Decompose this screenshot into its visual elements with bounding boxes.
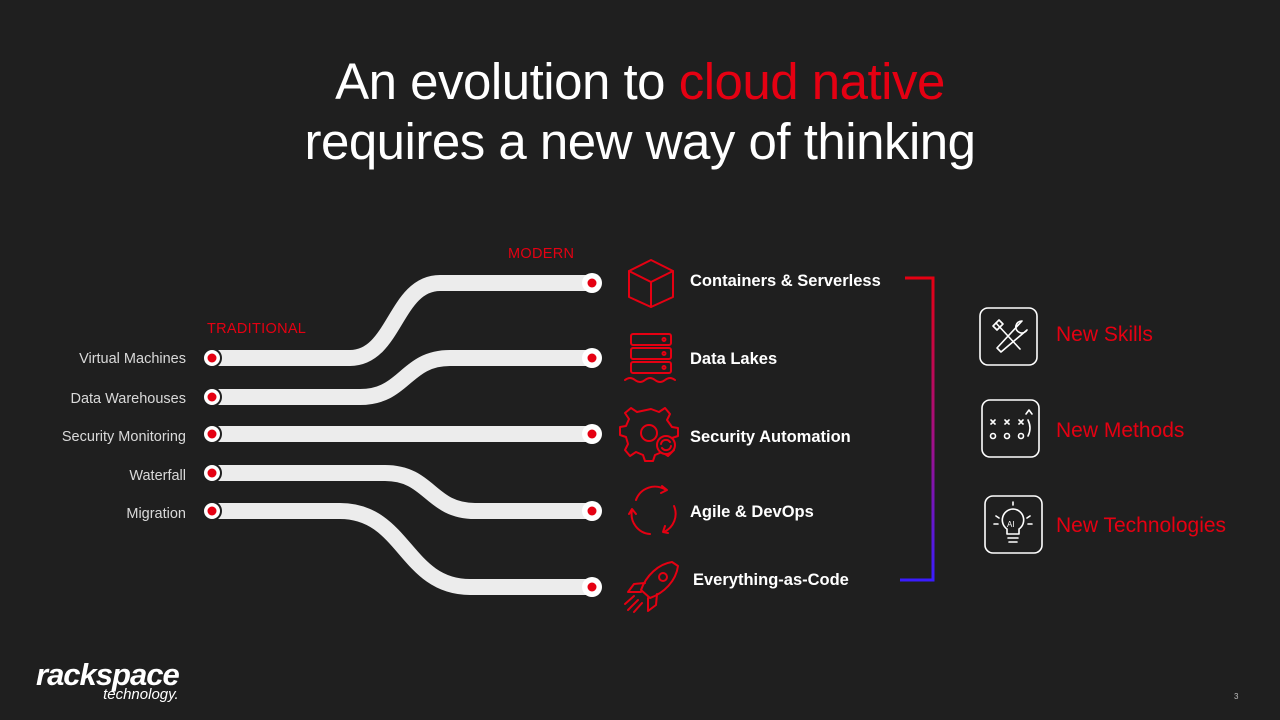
rocket-icon [624, 561, 679, 613]
start-dot [202, 424, 222, 444]
end-dot [582, 348, 602, 368]
tools-icon [979, 307, 1038, 366]
end-dot [582, 273, 602, 293]
modern-item: Security Automation [690, 428, 851, 446]
outcome-bracket [900, 276, 984, 582]
modern-item: Containers & Serverless [690, 272, 881, 290]
ai-text-icon: AI [1007, 520, 1015, 529]
title-accent: cloud native [678, 53, 946, 110]
traditional-item: Waterfall [129, 468, 186, 484]
traditional-item: Migration [126, 506, 186, 522]
lightbulb-ai-icon [984, 495, 1043, 554]
modern-item: Everything-as-Code [693, 571, 849, 589]
cycle-arrows-icon [628, 485, 677, 535]
modern-item: Agile & DevOps [690, 503, 814, 521]
start-dot [202, 348, 222, 368]
outcome-label: New Methods [1056, 419, 1185, 442]
security-gear-icon [619, 407, 679, 462]
track-lines [204, 275, 600, 595]
title-line-2: requires a new way of thinking [304, 113, 976, 170]
traditional-label: TRADITIONAL [207, 321, 307, 337]
start-dot [202, 501, 222, 521]
cube-icon [628, 259, 674, 308]
outcome-label: New Skills [1056, 323, 1153, 346]
page-number: 3 [1234, 692, 1239, 701]
outcome-label: New Technologies [1056, 514, 1227, 537]
title-line-1: An evolution to cloud native [0, 52, 1280, 112]
modern-label: MODERN [508, 246, 575, 262]
slide-title: An evolution to cloud native requires a … [0, 52, 1280, 172]
traditional-item: Data Warehouses [70, 391, 186, 407]
start-dot [202, 387, 222, 407]
title-prefix: An evolution to [335, 53, 679, 110]
rackspace-logo: rackspace technology. [36, 657, 180, 703]
track-waterfall [204, 465, 600, 519]
traditional-item: Security Monitoring [61, 429, 186, 445]
track-data-warehouses [204, 350, 600, 405]
start-dot [202, 463, 222, 483]
end-dot [582, 501, 602, 521]
start-dots [202, 348, 222, 521]
modern-item: Data Lakes [690, 350, 778, 368]
logo-brand: rackspace [36, 657, 180, 692]
end-dots [582, 273, 602, 597]
logo-sub: technology. [103, 686, 179, 703]
traditional-item: Virtual Machines [79, 351, 186, 367]
playbook-icon [981, 399, 1040, 458]
database-icon [624, 333, 676, 383]
track-virtual-machines [204, 275, 600, 366]
end-dot [582, 424, 602, 444]
end-dot [582, 577, 602, 597]
track-migration [204, 503, 600, 595]
